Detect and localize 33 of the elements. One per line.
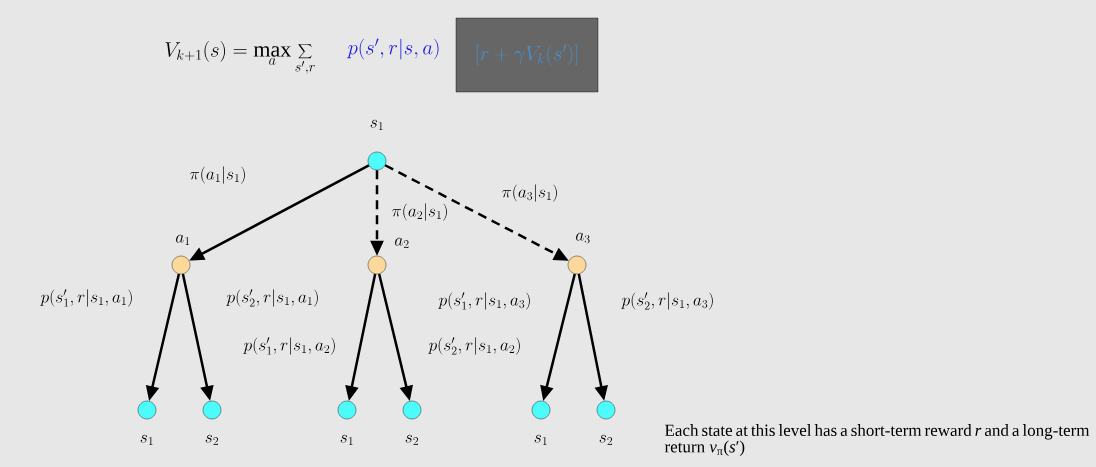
state-circle bbox=[531, 400, 551, 420]
action-circle bbox=[367, 255, 387, 275]
edge-label: $p(s_1',r|s_1,a_1)$ bbox=[40, 289, 132, 307]
node-label: $a_1$ bbox=[176, 234, 190, 245]
edge-label: $p(s_2',r|s_1,a_1)$ bbox=[226, 289, 318, 307]
edge-label: $p(s_2',r|s_1,a_2)$ bbox=[428, 337, 520, 355]
edge-label: $p(s_1',r|s_1,a_3)$ bbox=[438, 292, 530, 310]
node-label: $s_2$ bbox=[205, 434, 219, 445]
action-circle bbox=[567, 255, 587, 275]
edge-label: $\pi(a_3|s_1)$ bbox=[502, 184, 557, 202]
edge-label: $p(s_2',r|s_1,a_3)$ bbox=[621, 292, 713, 310]
node-label: $s_1$ bbox=[140, 434, 153, 445]
state-circle bbox=[367, 151, 387, 171]
state-circle bbox=[596, 400, 616, 420]
formula: $V_{k+1}(s) = \max_a \sum_{s',r}$ bbox=[165, 41, 315, 74]
action-circle bbox=[171, 255, 191, 275]
node-label: $s_1$ bbox=[340, 434, 353, 445]
state-circle bbox=[137, 400, 157, 420]
node-label: $s_2$ bbox=[405, 434, 419, 445]
state-circle bbox=[402, 400, 422, 420]
node-label: $s_2$ bbox=[599, 434, 613, 445]
note-text: Each state at this level has a short-term reward r and a long-term return v$_{π}$(s′) bbox=[664, 424, 1090, 456]
state-circle bbox=[337, 400, 357, 420]
edge-label: $\pi(a_2|s_1)$ bbox=[392, 203, 447, 221]
edge-label: $p(s_1',r|s_1,a_2)$ bbox=[243, 337, 335, 355]
edge-label: $\pi(a_1|s_1)$ bbox=[190, 166, 245, 184]
node-label: $s_1$ bbox=[534, 434, 547, 445]
formula: $p(s',r|s,a)$ bbox=[346, 38, 439, 60]
node-label: $a_3$ bbox=[576, 232, 590, 244]
node-label: $s_1$ bbox=[370, 119, 383, 130]
formula-box: $[r + \gamma V_k(s')]$ bbox=[455, 17, 599, 93]
state-circle bbox=[202, 400, 222, 420]
node-label: $a_2$ bbox=[395, 237, 409, 248]
